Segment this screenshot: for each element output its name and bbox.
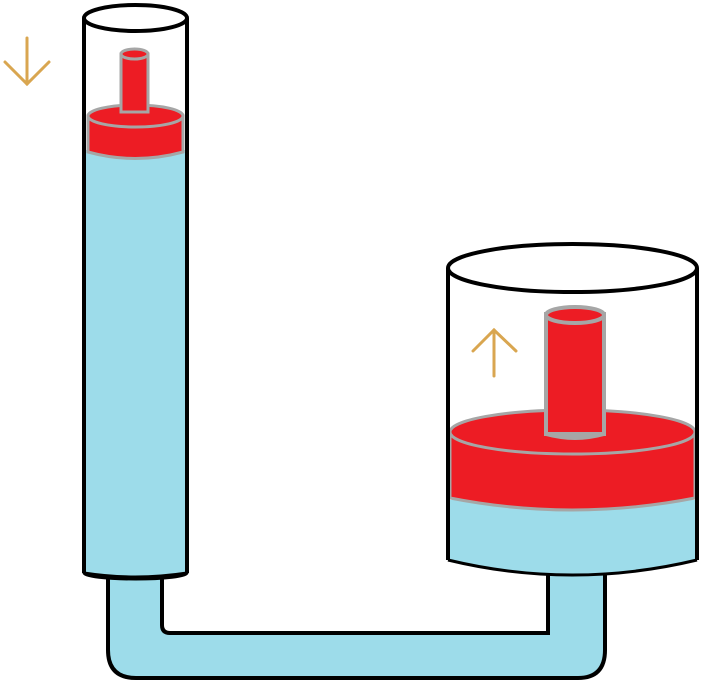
large-cylinder-outline bbox=[446, 242, 699, 560]
large-piston bbox=[448, 305, 697, 512]
up-arrow-icon bbox=[471, 327, 518, 378]
connecting-pipe bbox=[106, 568, 607, 680]
small-piston bbox=[86, 47, 185, 160]
small-cylinder bbox=[82, 150, 189, 581]
small-cylinder-outline bbox=[82, 3, 189, 573]
large-cylinder bbox=[447, 500, 698, 577]
down-arrow-icon bbox=[3, 36, 51, 87]
